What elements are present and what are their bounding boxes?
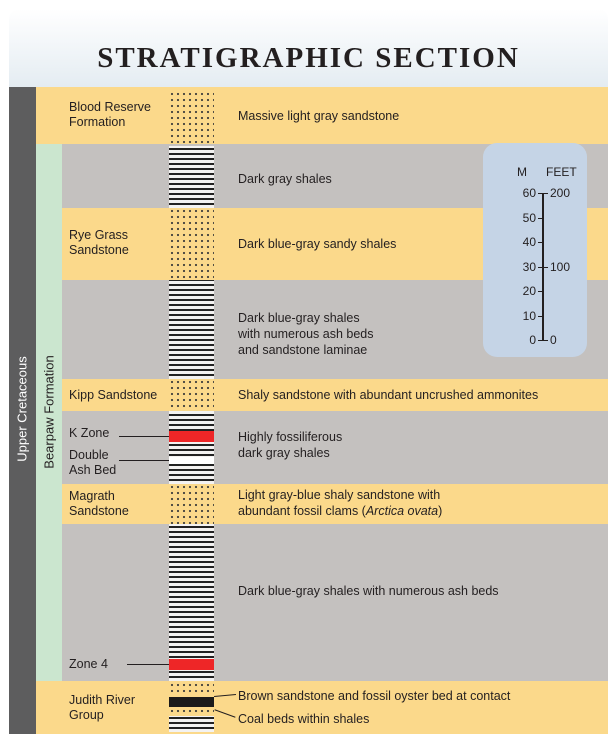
double-ash-name-line-1: Double — [69, 448, 116, 463]
scale-tick-m-50 — [538, 218, 543, 219]
magrath-name-line-2: Sandstone — [69, 504, 129, 519]
ash-shales-desc-line-2: with numerous ash beds — [238, 326, 374, 342]
k-zone-marker — [169, 431, 214, 442]
column-sandstone-judith-lower — [169, 708, 214, 716]
page-title: STRATIGRAPHIC SECTION — [9, 42, 608, 75]
column-shale-k-zone — [169, 411, 214, 484]
double-ash-name: Double Ash Bed — [69, 448, 116, 478]
kipp-name: Kipp Sandstone — [69, 388, 157, 403]
scale-m-label-40: 40 — [523, 235, 536, 249]
magrath-desc-prefix: abundant fossil clams ( — [238, 504, 366, 518]
k-zone-desc-line-2: dark gray shales — [238, 445, 342, 461]
scale-tick-ft-200 — [543, 193, 548, 194]
magrath-desc: Light gray-blue shaly sandstone with abu… — [238, 487, 442, 519]
bearpaw-formation-label: Bearpaw Formation — [42, 355, 57, 468]
scale-ft-label-200: 200 — [550, 186, 570, 200]
scale-m-label-30: 30 — [523, 260, 536, 274]
scale-tick-m-20 — [538, 291, 543, 292]
rye-grass-name-line-1: Rye Grass — [69, 228, 129, 243]
column-sandstone-magrath — [169, 484, 214, 524]
column-sandstone-judith-river — [169, 682, 214, 695]
magrath-name-line-1: Magrath — [69, 489, 129, 504]
zone4-leader — [127, 664, 169, 665]
judith-river-desc-1: Brown sandstone and fossil oyster bed at… — [238, 688, 510, 704]
ash-shales-desc-line-3: and sandstone laminae — [238, 342, 374, 358]
ash-shales-desc: Dark blue-gray shales with numerous ash … — [238, 310, 374, 358]
column-sandstone-rye-grass — [169, 208, 214, 280]
zone4-marker — [169, 659, 214, 670]
judith-river-name-line-2: Group — [69, 708, 135, 723]
title-band: STRATIGRAPHIC SECTION — [9, 9, 608, 87]
judith-river-name-line-1: Judith River — [69, 693, 135, 708]
blood-reserve-desc: Massive light gray sandstone — [238, 108, 399, 124]
scale-unit-feet: FEET — [546, 165, 577, 179]
blood-reserve-name: Blood Reserve Formation — [69, 100, 151, 130]
column-sandstone-blood-reserve — [169, 91, 214, 144]
column-shale-dark-gray — [169, 146, 214, 208]
ash-shales-desc-line-1: Dark blue-gray shales — [238, 310, 374, 326]
scale-tick-ft-0 — [543, 340, 548, 341]
k-zone-name: K Zone — [69, 426, 109, 441]
double-ash-bed-marker — [169, 457, 214, 464]
scale-ft-label-0: 0 — [550, 333, 557, 347]
column-shale-ash-beds — [169, 280, 214, 379]
double-ash-name-line-2: Ash Bed — [69, 463, 116, 478]
zone4-name: Zone 4 — [69, 657, 108, 672]
column-shale-lower — [169, 524, 214, 681]
judith-river-desc-2: Coal beds within shales — [238, 711, 369, 727]
scale-ft-label-100: 100 — [550, 260, 570, 274]
column-shale-judith-lower — [169, 716, 214, 732]
scale-tick-m-40 — [538, 242, 543, 243]
k-zone-desc-line-1: Highly fossiliferous — [238, 429, 342, 445]
rye-grass-name-line-2: Sandstone — [69, 243, 129, 258]
magrath-desc-species: Arctica ovata — [366, 504, 438, 518]
scale-m-label-10: 10 — [523, 309, 536, 323]
rye-grass-desc: Dark blue-gray sandy shales — [238, 236, 396, 252]
double-ash-leader — [119, 460, 169, 461]
scale-m-label-60: 60 — [523, 186, 536, 200]
magrath-desc-line-1: Light gray-blue shaly sandstone with — [238, 487, 442, 503]
magrath-desc-line-2: abundant fossil clams (Arctica ovata) — [238, 503, 442, 519]
stratigraphic-section: STRATIGRAPHIC SECTION Upper Cretaceous B… — [9, 9, 608, 734]
magrath-desc-suffix: ) — [438, 504, 442, 518]
judith-river-name: Judith River Group — [69, 693, 135, 723]
lower-shales-band — [36, 524, 608, 681]
lower-shales-desc: Dark blue-gray shales with numerous ash … — [238, 583, 499, 599]
scale-bar: M FEET 60 50 40 30 20 10 0 200 100 0 — [483, 143, 587, 357]
dark-gray-shales-desc: Dark gray shales — [238, 171, 332, 187]
rye-grass-name: Rye Grass Sandstone — [69, 228, 129, 258]
scale-unit-m: M — [517, 165, 527, 179]
column-sandstone-kipp — [169, 379, 214, 411]
magrath-name: Magrath Sandstone — [69, 489, 129, 519]
blood-reserve-name-line-2: Formation — [69, 115, 151, 130]
kipp-desc: Shaly sandstone with abundant uncrushed … — [238, 387, 538, 403]
scale-m-label-0: 0 — [529, 333, 536, 347]
scale-m-label-50: 50 — [523, 211, 536, 225]
coal-bed-marker — [169, 697, 214, 707]
k-zone-desc: Highly fossiliferous dark gray shales — [238, 429, 342, 461]
upper-cretaceous-label: Upper Cretaceous — [15, 356, 30, 462]
k-zone-leader — [119, 436, 169, 437]
scale-tick-m-10 — [538, 316, 543, 317]
scale-m-label-20: 20 — [523, 284, 536, 298]
blood-reserve-name-line-1: Blood Reserve — [69, 100, 151, 115]
scale-tick-ft-100 — [543, 267, 548, 268]
